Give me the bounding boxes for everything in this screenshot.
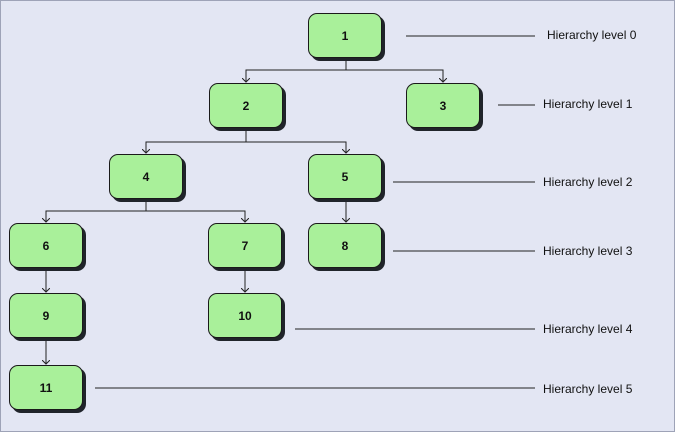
node-1[interactable]: 1 (308, 13, 382, 58)
node-10-label: 10 (238, 308, 252, 323)
node-5[interactable]: 5 (308, 154, 382, 199)
edge-1-to-3 (346, 69, 443, 82)
node-5-label: 5 (341, 169, 349, 184)
node-9[interactable]: 9 (9, 293, 83, 338)
edge-2-to-5 (246, 141, 346, 153)
level-5-label: Hierarchy level 5 (543, 382, 633, 396)
edge-2-to-4 (146, 129, 247, 153)
level-2-label: Hierarchy level 2 (543, 175, 633, 189)
node-2-label: 2 (242, 98, 250, 113)
edge-4-to-6 (46, 199, 147, 222)
node-10[interactable]: 10 (208, 293, 282, 338)
node-6[interactable]: 6 (9, 223, 83, 268)
node-8[interactable]: 8 (308, 223, 382, 268)
level-0-label: Hierarchy level 0 (547, 28, 637, 42)
edge-1-to-2 (246, 58, 347, 82)
node-4[interactable]: 4 (109, 154, 183, 199)
node-2[interactable]: 2 (209, 83, 283, 128)
node-7-label: 7 (241, 238, 249, 253)
edge-4-to-7 (146, 210, 245, 222)
level-4-label: Hierarchy level 4 (543, 322, 633, 336)
node-11[interactable]: 11 (9, 365, 83, 410)
node-8-label: 8 (341, 238, 349, 253)
node-6-label: 6 (42, 238, 50, 253)
node-1-label: 1 (341, 28, 349, 43)
node-3-label: 3 (439, 98, 447, 113)
node-4-label: 4 (142, 169, 150, 184)
level-3-label: Hierarchy level 3 (543, 244, 633, 258)
node-7[interactable]: 7 (208, 223, 282, 268)
node-9-label: 9 (42, 308, 50, 323)
node-11-label: 11 (39, 380, 53, 395)
node-3[interactable]: 3 (406, 83, 480, 128)
level-1-label: Hierarchy level 1 (543, 97, 633, 111)
